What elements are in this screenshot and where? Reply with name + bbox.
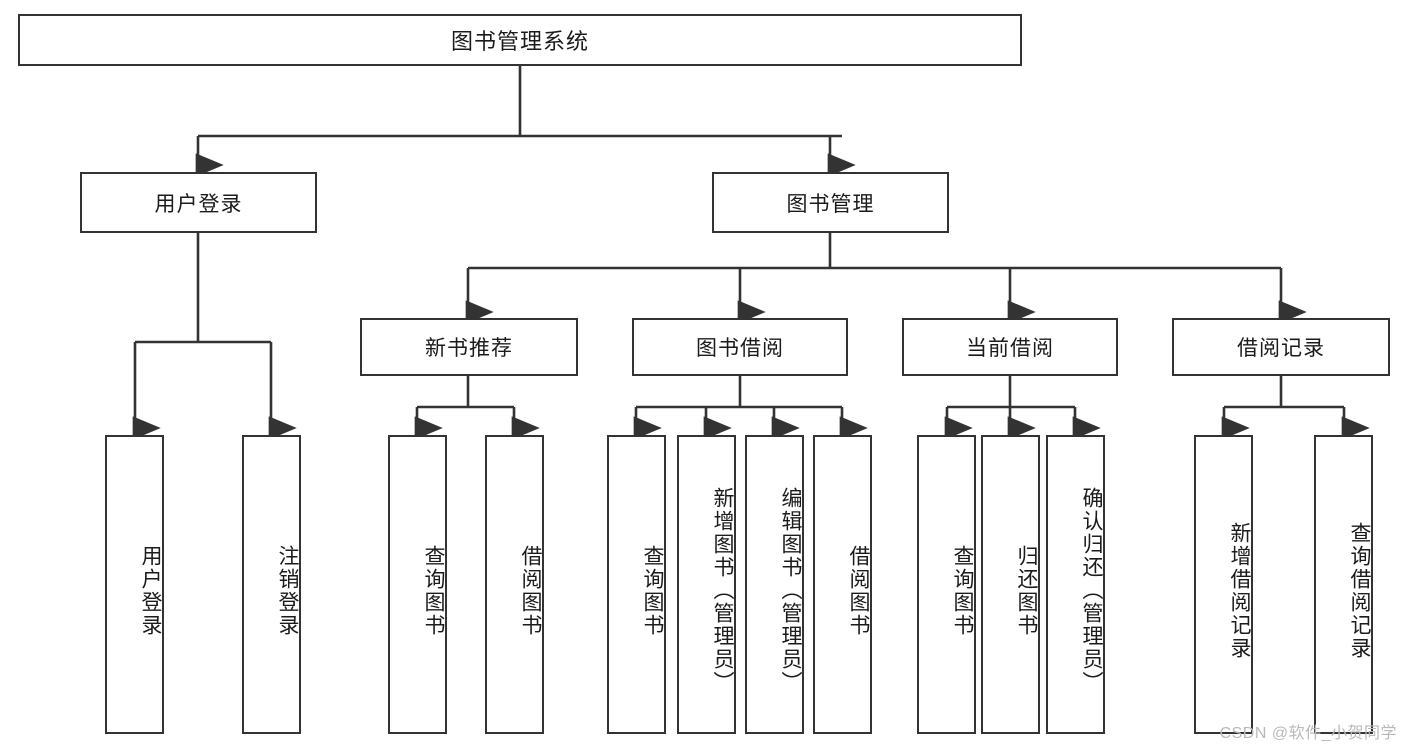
leaf-add-book-admin[interactable]: 新增图书（管理员）	[677, 435, 736, 734]
leaf-borrow-book[interactable]: 借阅图书	[813, 435, 872, 734]
leaf-query-book-recommend[interactable]: 查询图书	[388, 435, 447, 734]
csdn-watermark: CSDN @软件_小贺同学	[1219, 725, 1397, 742]
leaf-logout-login[interactable]: 注销登录	[242, 435, 301, 734]
node-current-borrow[interactable]: 当前借阅	[902, 318, 1118, 376]
node-book-management[interactable]: 图书管理	[712, 172, 949, 233]
node-new-book-recommend[interactable]: 新书推荐	[360, 318, 578, 376]
leaf-return-book[interactable]: 归还图书	[981, 435, 1040, 734]
leaf-add-borrow-record[interactable]: 新增借阅记录	[1194, 435, 1253, 734]
node-root-book-management-system[interactable]: 图书管理系统	[18, 14, 1022, 66]
leaf-user-login[interactable]: 用户登录	[105, 435, 164, 734]
leaf-edit-book-admin[interactable]: 编辑图书（管理员）	[745, 435, 804, 734]
leaf-borrow-book-recommend[interactable]: 借阅图书	[485, 435, 544, 734]
leaf-query-book-current[interactable]: 查询图书	[917, 435, 976, 734]
node-book-borrow[interactable]: 图书借阅	[632, 318, 848, 376]
leaf-query-book-borrow[interactable]: 查询图书	[607, 435, 666, 734]
leaf-confirm-return-admin[interactable]: 确认归还（管理员）	[1046, 435, 1105, 734]
leaf-query-borrow-record[interactable]: 查询借阅记录	[1314, 435, 1373, 734]
node-borrow-record[interactable]: 借阅记录	[1172, 318, 1390, 376]
node-user-login[interactable]: 用户登录	[80, 172, 317, 233]
